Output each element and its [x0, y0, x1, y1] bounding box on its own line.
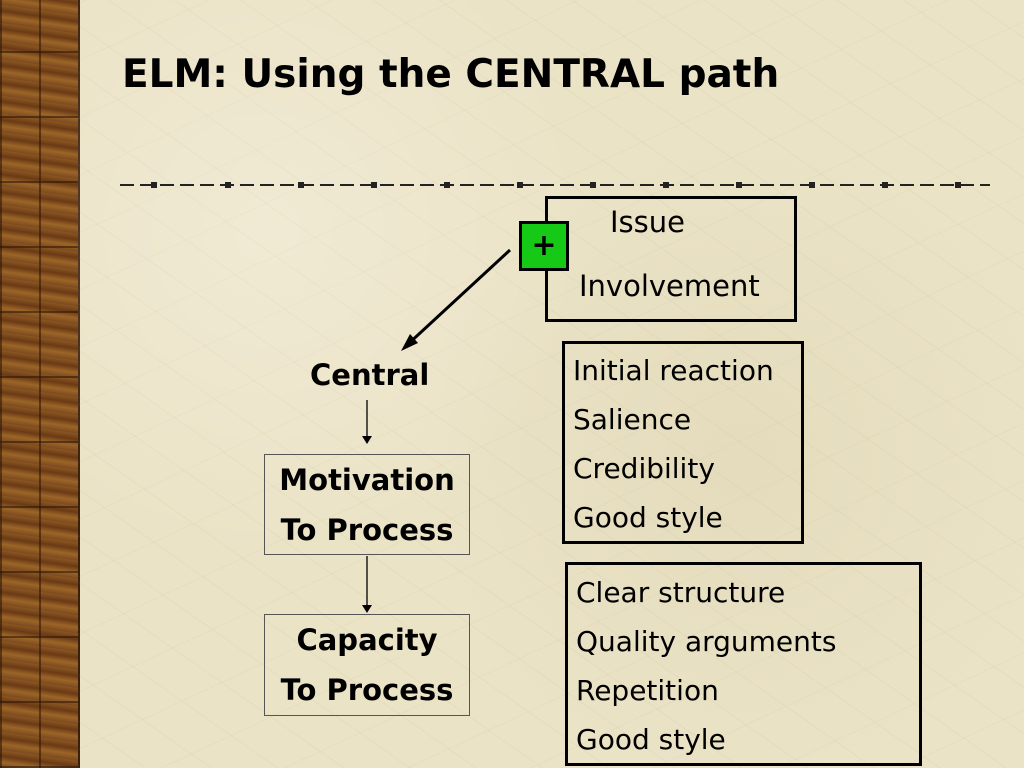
- motivation-line-2: To Process: [280, 512, 454, 547]
- capacity-line-1: Capacity: [296, 623, 438, 657]
- list-item: Good style: [573, 501, 723, 534]
- slide-title: ELM: Using the CENTRAL path: [122, 52, 780, 97]
- capacity-to-process-box: Capacity To Process: [264, 614, 470, 716]
- list-item: Good style: [576, 723, 726, 756]
- decorative-wood-strip: [0, 0, 80, 768]
- list-item: Initial reaction: [573, 354, 774, 387]
- central-path-label: Central: [310, 358, 430, 392]
- motivation-factors-box: Initial reaction Salience Credibility Go…: [562, 341, 804, 544]
- dashed-divider: [120, 182, 990, 188]
- list-item: Credibility: [573, 452, 715, 485]
- list-item: Quality arguments: [576, 625, 837, 658]
- motivation-to-process-box: Motivation To Process: [264, 454, 470, 555]
- plus-badge: +: [519, 221, 569, 271]
- capacity-line-2: To Process: [280, 673, 454, 707]
- list-item: Repetition: [576, 674, 719, 707]
- parchment-background: [78, 0, 1024, 768]
- capacity-factors-list: Clear structure Quality arguments Repeti…: [576, 568, 919, 764]
- issue-involvement-box: Issue Involvement: [545, 196, 797, 322]
- capacity-factors-box: Clear structure Quality arguments Repeti…: [565, 562, 922, 766]
- issue-label: Issue: [610, 205, 685, 239]
- involvement-label: Involvement: [579, 269, 760, 303]
- motivation-line-1: Motivation: [279, 462, 455, 497]
- list-item: Clear structure: [576, 576, 786, 609]
- motivation-factors-list: Initial reaction Salience Credibility Go…: [573, 346, 801, 542]
- list-item: Salience: [573, 403, 692, 436]
